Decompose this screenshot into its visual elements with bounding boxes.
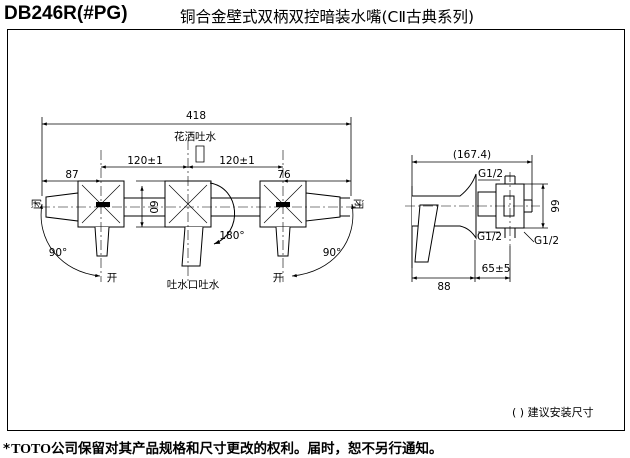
valve-body xyxy=(477,175,533,238)
thread-mid-label: G1/2 xyxy=(477,231,502,243)
shower-outlet-label: 花洒吐水 xyxy=(174,130,216,143)
side-view xyxy=(405,155,548,282)
rotation-90-left-label: 90° xyxy=(49,247,68,259)
side-dims xyxy=(411,155,548,282)
side-view-labels: (167.4) G1/2 G1/2 G1/2 66 88 65±5 xyxy=(437,149,560,293)
dim-87-label: 87 xyxy=(65,169,78,181)
rotation-180-label: 180° xyxy=(219,230,244,242)
left-handle xyxy=(45,180,125,257)
dim-167-label: (167.4) xyxy=(453,149,491,161)
front-view-labels: 418 87 120±1 120±1 76 60 花洒吐水 吐水口吐水 180°… xyxy=(30,110,365,291)
dim-chain xyxy=(42,165,351,228)
drawing-frame xyxy=(7,29,625,431)
dim-60-label: 60 xyxy=(147,200,159,213)
footer-text: 公司保留对其产品规格和尺寸更改的权利。届时，恕不另行通知。 xyxy=(51,441,443,457)
dim-65-label: 65±5 xyxy=(482,263,511,275)
dim-76-label: 76 xyxy=(277,169,291,181)
dim-88-label: 88 xyxy=(437,281,450,293)
dim-418 xyxy=(41,117,352,196)
rotation-arcs xyxy=(39,203,355,278)
footer-star: * xyxy=(3,441,11,457)
open-right-label: 开 xyxy=(273,272,284,284)
open-left-label: 开 xyxy=(107,272,118,284)
thread-right-label: G1/2 xyxy=(534,235,559,247)
closed-right-label: 闭 xyxy=(352,199,365,210)
dimension-note: ( ) 建议安装尺寸 xyxy=(512,406,594,419)
dim-120-right-label: 120±1 xyxy=(219,155,255,167)
side-centerlines xyxy=(405,172,540,246)
product-description: 铜合金壁式双柄双控暗装水嘴(CⅡ古典系列) xyxy=(180,8,475,26)
spout-outlet-label: 吐水口吐水 xyxy=(167,279,220,291)
footer-disclaimer: *TOTO公司保留对其产品规格和尺寸更改的权利。届时，恕不另行通知。 xyxy=(3,437,443,458)
right-handle xyxy=(259,180,341,257)
dim-120-left-label: 120±1 xyxy=(127,155,163,167)
dim-418-label: 418 xyxy=(186,110,206,122)
header: DB246R(#PG) 铜合金壁式双柄双控暗装水嘴(CⅡ古典系列) xyxy=(0,0,630,30)
shower-leader xyxy=(195,145,205,163)
footer-brand: TOTO xyxy=(11,442,52,457)
dim-66-label: 66 xyxy=(548,199,560,213)
center-spout xyxy=(164,180,236,267)
front-view xyxy=(39,117,360,282)
side-handle xyxy=(414,204,439,263)
closed-left-label: 闭 xyxy=(30,199,43,210)
rotation-90-right-label: 90° xyxy=(323,247,342,259)
model-number: DB246R(#PG) xyxy=(4,3,128,24)
thread-top-label: G1/2 xyxy=(478,168,503,180)
